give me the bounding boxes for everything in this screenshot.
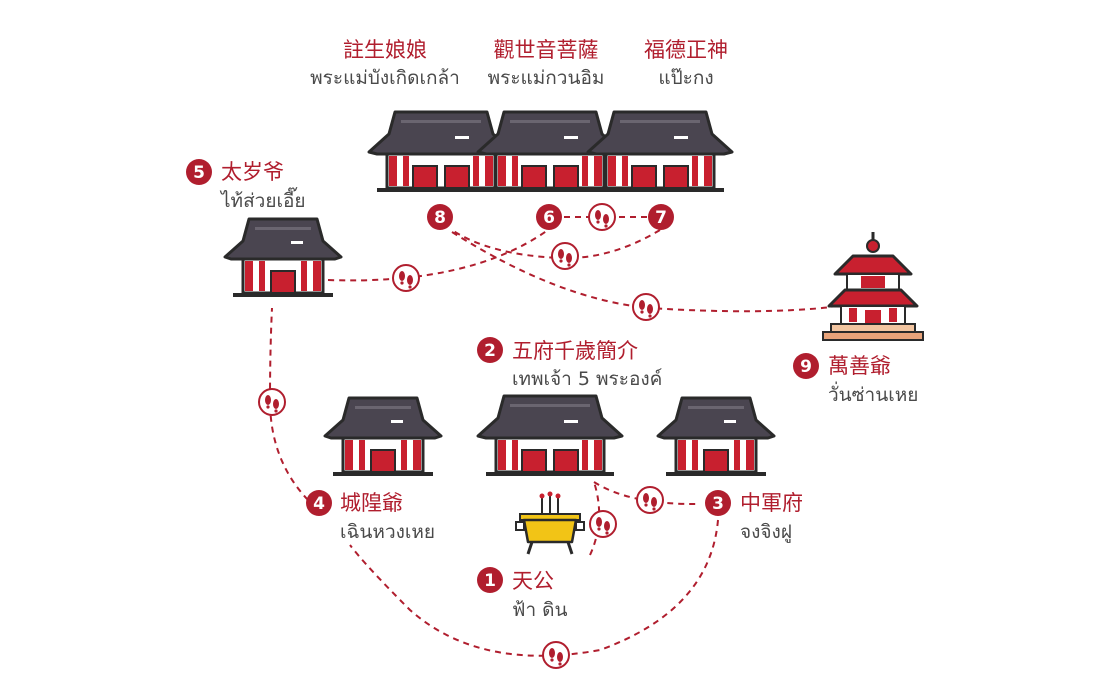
stop-number: 3 (712, 494, 724, 514)
stop-number-badge (793, 353, 819, 379)
temples (223, 110, 776, 478)
stop-9[interactable]: 9 萬善爺 วั่นซ่านเหย (793, 353, 918, 406)
footprints-icon (588, 203, 616, 231)
stop-name-thai: พระแม่กวนอิม (488, 67, 605, 89)
stop-number-badge (427, 204, 453, 230)
stop-name-thai: วั่นซ่านเหย (828, 381, 918, 406)
stop-name-chinese: 天公 (512, 569, 554, 593)
stop-name-thai: พระแม่บังเกิดเกล้า (310, 67, 460, 89)
footprints-icon (551, 242, 579, 270)
stop-name-chinese: 福德正神 (644, 38, 728, 62)
stop-4[interactable]: 4 城隍爺 เฉินหวงเหย (306, 490, 435, 543)
stop-number: 7 (655, 208, 667, 228)
route-5-6 (327, 229, 549, 282)
stop-number: 4 (313, 494, 325, 514)
stop-name-thai: ไท้ส่วยเอี๊ย (219, 187, 306, 212)
incense-burner-icon (515, 491, 585, 555)
stop-7[interactable]: 福德正神 แป๊ะกง 7 (644, 38, 728, 230)
stop-number-badge (186, 159, 212, 185)
temple-icon (656, 396, 776, 478)
stop-number-badge (536, 204, 562, 230)
stop-number-badge (648, 204, 674, 230)
pagoda-icon (822, 232, 924, 341)
stop-8[interactable]: 註生娘娘 พระแม่บังเกิดเกล้า 8 (310, 38, 460, 230)
stop-number-badge (705, 490, 731, 516)
stop-name-chinese: 城隍爺 (340, 491, 403, 515)
footprints-icon (632, 293, 660, 321)
stop-number-badge (477, 337, 503, 363)
footprints-icon (542, 641, 570, 669)
stop-name-chinese: 中軍府 (740, 491, 803, 515)
stop-number-badge (477, 567, 503, 593)
temple-icon (476, 394, 624, 478)
stop-name-thai: จงจิงฝู (740, 521, 792, 543)
stop-number-badge (306, 490, 332, 516)
stop-number: 5 (193, 163, 205, 183)
stop-name-chinese: 太岁爷 (221, 160, 284, 184)
stop-number: 2 (484, 341, 496, 361)
stop-name-chinese: 萬善爺 (828, 354, 891, 378)
footprints-icon (636, 486, 664, 514)
stop-name-thai: แป๊ะกง (658, 67, 713, 89)
stop-number: 9 (800, 357, 812, 377)
route-7-8 (451, 229, 661, 260)
temple-icon (586, 110, 734, 194)
temple-icon (223, 217, 343, 299)
stop-2[interactable]: 2 五府千歲簡介 เทพเจ้า 5 พระองค์ (477, 337, 662, 390)
footprints-icon (392, 264, 420, 292)
footprints-icon (258, 388, 286, 416)
stop-number: 8 (434, 208, 446, 228)
stop-6[interactable]: 觀世音菩薩 พระแม่กวนอิม 6 (488, 38, 605, 230)
temple-icon (323, 396, 443, 478)
stop-1[interactable]: 1 天公 ฟ้า ดิน (477, 567, 568, 621)
stop-name-thai: เฉินหวงเหย (340, 521, 435, 543)
footprints-icon (589, 510, 617, 538)
stop-name-chinese: 五府千歲簡介 (512, 339, 638, 363)
stop-name-chinese: 觀世音菩薩 (494, 38, 599, 62)
stop-number: 6 (543, 208, 555, 228)
stop-name-thai: เทพเจ้า 5 พระองค์ (512, 368, 662, 390)
stop-3[interactable]: 3 中軍府 จงจิงฝู (705, 490, 803, 543)
stop-number: 1 (484, 571, 496, 591)
stop-name-thai: ฟ้า ดิน (512, 599, 568, 621)
stop-5[interactable]: 5 太岁爷 ไท้ส่วยเอี๊ย (186, 159, 306, 212)
stop-name-chinese: 註生娘娘 (343, 38, 427, 62)
